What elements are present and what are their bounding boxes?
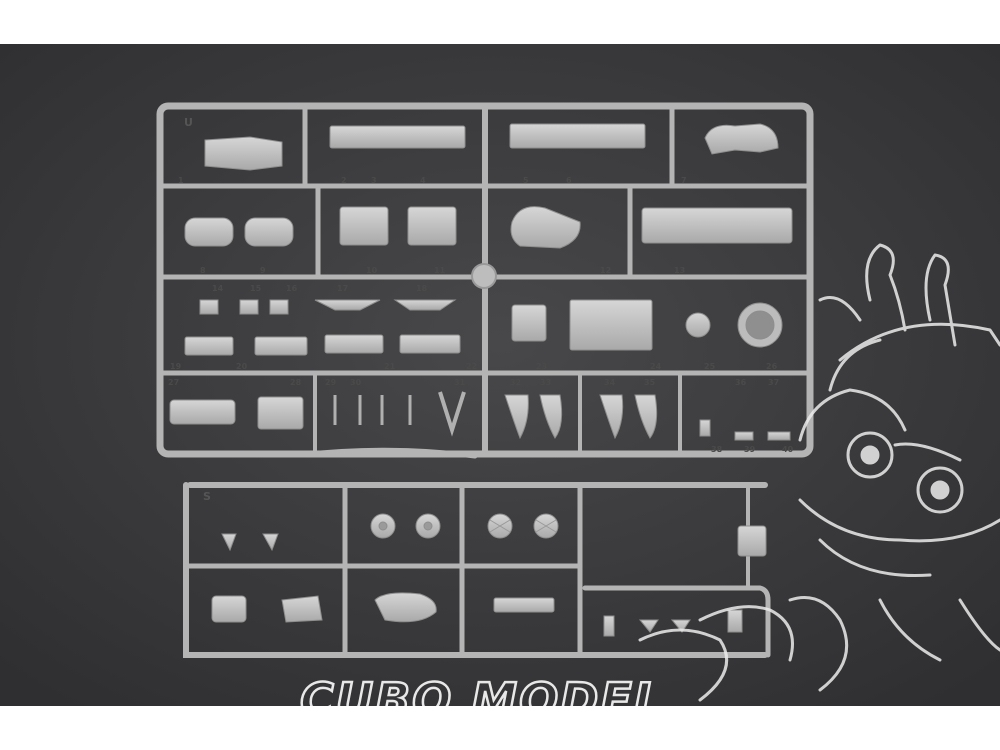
part-number: 17 (337, 284, 348, 293)
part-number: 7 (681, 176, 687, 185)
part-number: 5 (523, 176, 529, 185)
part-number: 14 (212, 284, 224, 293)
part-number: 38 (711, 445, 723, 454)
part-number: 34 (604, 378, 616, 387)
part-number: 12 (600, 266, 611, 275)
part-number: 30 (350, 378, 362, 387)
part-number: 21 (384, 362, 396, 371)
part-number: 18 (416, 284, 428, 293)
part-number: 26 (766, 362, 778, 371)
part-number: 16 (286, 284, 298, 293)
part-number: 28 (290, 378, 302, 387)
sprue-s-parts (211, 513, 767, 637)
part-number: 37 (768, 378, 779, 387)
mascot-watermark (638, 243, 1000, 702)
part-number: 2 (341, 176, 347, 185)
part-number: 10 (366, 266, 378, 275)
part-number: 33 (540, 378, 551, 387)
part-number: 35 (644, 378, 656, 387)
sprue-u-hub (471, 263, 497, 289)
part-number: 3 (371, 176, 377, 185)
part-number: 9 (260, 266, 266, 275)
sprue-u-plate-letter: U (184, 116, 193, 129)
part-number: 1 (178, 176, 184, 185)
part-number: 13 (674, 266, 685, 275)
part-number: 11 (434, 266, 446, 275)
part-number: 25 (704, 362, 716, 371)
part-number: 15 (250, 284, 262, 293)
part-number: 20 (236, 362, 248, 371)
sprue-u-part-numbers: 1 2 3 4 5 6 7 8 9 10 11 12 13 14 15 16 1… (168, 176, 794, 454)
part-number: 22 (466, 362, 477, 371)
part-number: 4 (420, 176, 426, 185)
part-number: 19 (170, 362, 182, 371)
sprue-s (183, 482, 771, 658)
part-number: 31 (454, 378, 466, 387)
part-number: 36 (735, 378, 747, 387)
part-number: 40 (782, 445, 794, 454)
part-number: 39 (744, 445, 756, 454)
part-number: 27 (168, 378, 179, 387)
bottom-white-band (0, 706, 1000, 750)
part-number: 6 (566, 176, 572, 185)
part-number: 8 (200, 266, 206, 275)
part-number: 23 (536, 362, 547, 371)
sprue-u-parts (169, 123, 793, 441)
sprue-u (156, 102, 814, 459)
part-number: 24 (650, 362, 662, 371)
part-number: 29 (325, 378, 337, 387)
part-number: 32 (510, 378, 521, 387)
sprue-s-plate-letter: S (203, 490, 211, 503)
